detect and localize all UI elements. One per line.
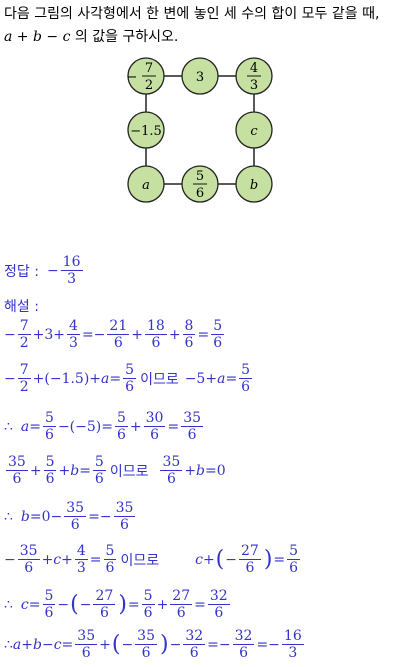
svg-text:c: c — [250, 124, 258, 139]
problem-expression: a + b − c — [4, 29, 71, 45]
node-top-right: 4 3 — [235, 57, 273, 95]
svg-text:5: 5 — [196, 169, 204, 184]
node-bottom-right: b — [235, 165, 273, 203]
svg-text:7: 7 — [145, 61, 153, 76]
node-top-middle: 3 — [181, 57, 219, 95]
node-bottom-middle: 5 6 — [181, 165, 219, 203]
svg-text:a: a — [142, 178, 150, 193]
svg-text:−: − — [127, 70, 138, 85]
svg-text:4: 4 — [250, 61, 258, 76]
node-top-left: − 7 2 — [127, 57, 165, 95]
svg-text:6: 6 — [196, 186, 204, 201]
answer-sign: − — [46, 262, 59, 279]
problem-statement: 다음 그림의 사각형에서 한 변에 놓인 세 수의 합이 모두 같을 때, a … — [4, 3, 396, 49]
answer-label: 정답 : — [4, 263, 39, 280]
svg-text:b: b — [250, 178, 258, 193]
node-bottom-left: a — [127, 165, 165, 203]
problem-line-2: a + b − c 의 값을 구하시오. — [4, 26, 396, 49]
solution-label-line: 해설 : — [4, 296, 39, 316]
svg-text:3: 3 — [196, 70, 204, 85]
solution-label: 해설 : — [4, 299, 39, 315]
problem-suffix: 의 값을 구하시오. — [70, 29, 179, 45]
svg-text:3: 3 — [250, 78, 258, 93]
problem-line-1: 다음 그림의 사각형에서 한 변에 놓인 세 수의 합이 모두 같을 때, — [4, 6, 380, 22]
node-middle-left: −1.5 — [127, 111, 165, 149]
square-diagram: − 7 2 3 4 3 −1.5 c a 5 — [127, 57, 273, 203]
svg-text:2: 2 — [145, 78, 153, 93]
svg-text:−1.5: −1.5 — [130, 124, 162, 139]
node-middle-right: c — [235, 111, 273, 149]
